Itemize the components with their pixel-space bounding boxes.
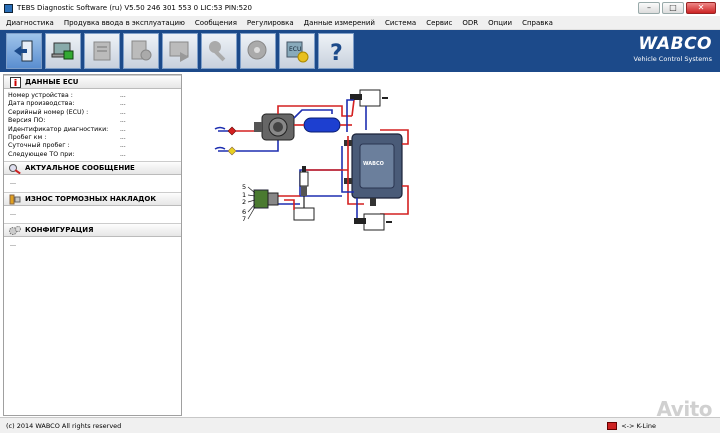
video-tool-button[interactable]: [162, 33, 198, 69]
ecu-row-next-service: Следующее ТО при:...: [8, 150, 126, 158]
air-reservoir: [303, 117, 341, 133]
ecu-gear-icon: ECU: [286, 41, 309, 63]
app-icon: [4, 3, 13, 13]
diagnostics-tool-button[interactable]: [45, 33, 81, 69]
panel-title-ecu: ДАННЫЕ ECU: [25, 78, 79, 86]
menu-item-help[interactable]: Справка: [522, 18, 553, 27]
pressure-sensor: [299, 166, 309, 196]
diagram-area: WABCO: [182, 74, 718, 416]
brake-chamber-top: [350, 89, 388, 107]
ebs-modulator: WABCO: [344, 133, 403, 206]
connection-indicator-icon: [607, 421, 618, 430]
wabco-logo: WABCO: [638, 34, 712, 54]
printer-icon: [93, 41, 111, 61]
configuration-body: ...: [10, 241, 17, 249]
ecu-tool-button[interactable]: ECU: [279, 33, 315, 69]
ecu-row-daily-mileage: Суточный пробег :...: [8, 142, 126, 150]
connection-label: <-> K-Line: [621, 421, 656, 430]
menu-item-measurements[interactable]: Данные измерений: [303, 18, 375, 27]
magnifier-icon: [8, 162, 22, 174]
title-bar: TEBS Diagnostic Software (ru) V5.50 246 …: [0, 0, 720, 16]
question-mark-icon: ?: [330, 41, 343, 64]
disk-icon: [247, 40, 267, 60]
panel-header-ecu[interactable]: ДАННЫЕ ECU: [4, 75, 181, 89]
ecu-data-list: Номер устройства :... Дата производства:…: [4, 89, 181, 161]
menu-item-diagnostics[interactable]: Диагностика: [6, 18, 54, 27]
toolbar: ECU ? WABCO Vehicle Control Systems: [0, 30, 720, 72]
ecu-row-serial-number: Серийный номер (ECU) :...: [8, 108, 126, 116]
ecu-row-mileage: Пробег км :...: [8, 133, 126, 141]
menu-item-service[interactable]: Сервис: [426, 18, 453, 27]
print-tool-button[interactable]: [84, 33, 120, 69]
message-body: ...: [10, 179, 17, 187]
pin-label: 1: [242, 191, 246, 199]
menu-item-messages[interactable]: Сообщения: [194, 18, 237, 27]
menu-bar: Диагностика Продувка ввода в эксплуатаци…: [0, 16, 720, 30]
sensor-box: [293, 207, 315, 221]
panel-title-message: АКТУАЛЬНОЕ СООБЩЕНИЕ: [25, 164, 135, 173]
close-button[interactable]: ✕: [686, 2, 716, 14]
iso-connector: 5 1 2 6 7: [242, 183, 279, 223]
pin-label: 2: [242, 198, 246, 206]
panel-header-configuration[interactable]: КОНФИГУРАЦИЯ: [4, 223, 181, 238]
ecu-row-device-number: Номер устройства :...: [8, 92, 126, 99]
brake-pad-icon: [8, 193, 22, 205]
ecu-row-diagnostic-id: Идентификатор диагностики:...: [8, 125, 126, 133]
brake-chamber-bottom: [354, 213, 392, 231]
brake-wear-body: ...: [10, 210, 17, 218]
status-bar: (c) 2014 WABCO All rights reserved <-> K…: [0, 417, 720, 433]
avito-watermark: Avito: [656, 397, 713, 421]
panel-header-brake-wear[interactable]: ИЗНОС ТОРМОЗНЫХ НАКЛАДОК: [4, 192, 181, 207]
menu-item-odr[interactable]: ODR: [462, 18, 479, 27]
ecu-row-production-date: Дата производства:...: [8, 100, 126, 108]
svg-text:ECU: ECU: [289, 46, 301, 53]
minimize-button[interactable]: –: [638, 2, 660, 14]
ecu-row-software-version: Версия ПО:...: [8, 117, 126, 125]
panel-header-message[interactable]: АКТУАЛЬНОЕ СООБЩЕНИЕ: [4, 161, 181, 176]
brand: WABCO Vehicle Control Systems: [616, 34, 713, 63]
disk-tool-button[interactable]: [240, 33, 276, 69]
help-tool-button[interactable]: ?: [318, 33, 354, 69]
settings-tool-button[interactable]: [201, 33, 237, 69]
info-icon: [8, 76, 22, 88]
control-line: [236, 136, 279, 152]
emergency-valve: [254, 113, 295, 141]
pin-label: 5: [242, 183, 246, 191]
gears-icon: [8, 224, 22, 236]
sidebar: ДАННЫЕ ECU Номер устройства :... Дата пр…: [3, 74, 182, 416]
coupling-heads: [214, 126, 237, 156]
exit-door-icon: [14, 40, 33, 62]
svg-text:?: ?: [330, 41, 343, 64]
window-title: TEBS Diagnostic Software (ru) V5.50 246 …: [17, 4, 252, 12]
menu-item-adjustment[interactable]: Регулировка: [246, 18, 294, 27]
brake-system-diagram: WABCO: [214, 89, 409, 231]
menu-item-commissioning[interactable]: Продувка ввода в эксплуатацию: [63, 18, 185, 27]
maximize-button[interactable]: □: [662, 2, 684, 14]
brand-subtitle: Vehicle Control Systems: [633, 55, 713, 63]
panel-title-brake-wear: ИЗНОС ТОРМОЗНЫХ НАКЛАДОК: [25, 195, 157, 204]
connection-status: <-> K-Line: [607, 421, 656, 430]
exit-tool-button[interactable]: [6, 33, 42, 69]
window-controls: – □ ✕: [638, 2, 716, 14]
panel-title-configuration: КОНФИГУРАЦИЯ: [25, 226, 94, 235]
pin-label: 7: [242, 215, 246, 223]
ecu-label: WABCO: [363, 161, 384, 167]
menu-item-system[interactable]: Система: [384, 18, 417, 27]
menu-item-options[interactable]: Опции: [488, 18, 513, 27]
document-icon: [131, 40, 152, 61]
play-icon: [169, 41, 189, 62]
document-tool-button[interactable]: [123, 33, 159, 69]
pin-label: 6: [242, 208, 246, 216]
wrench-icon: [209, 41, 226, 62]
copyright-text: (c) 2014 WABCO All rights reserved: [6, 421, 122, 430]
laptop-icon: [51, 42, 74, 60]
